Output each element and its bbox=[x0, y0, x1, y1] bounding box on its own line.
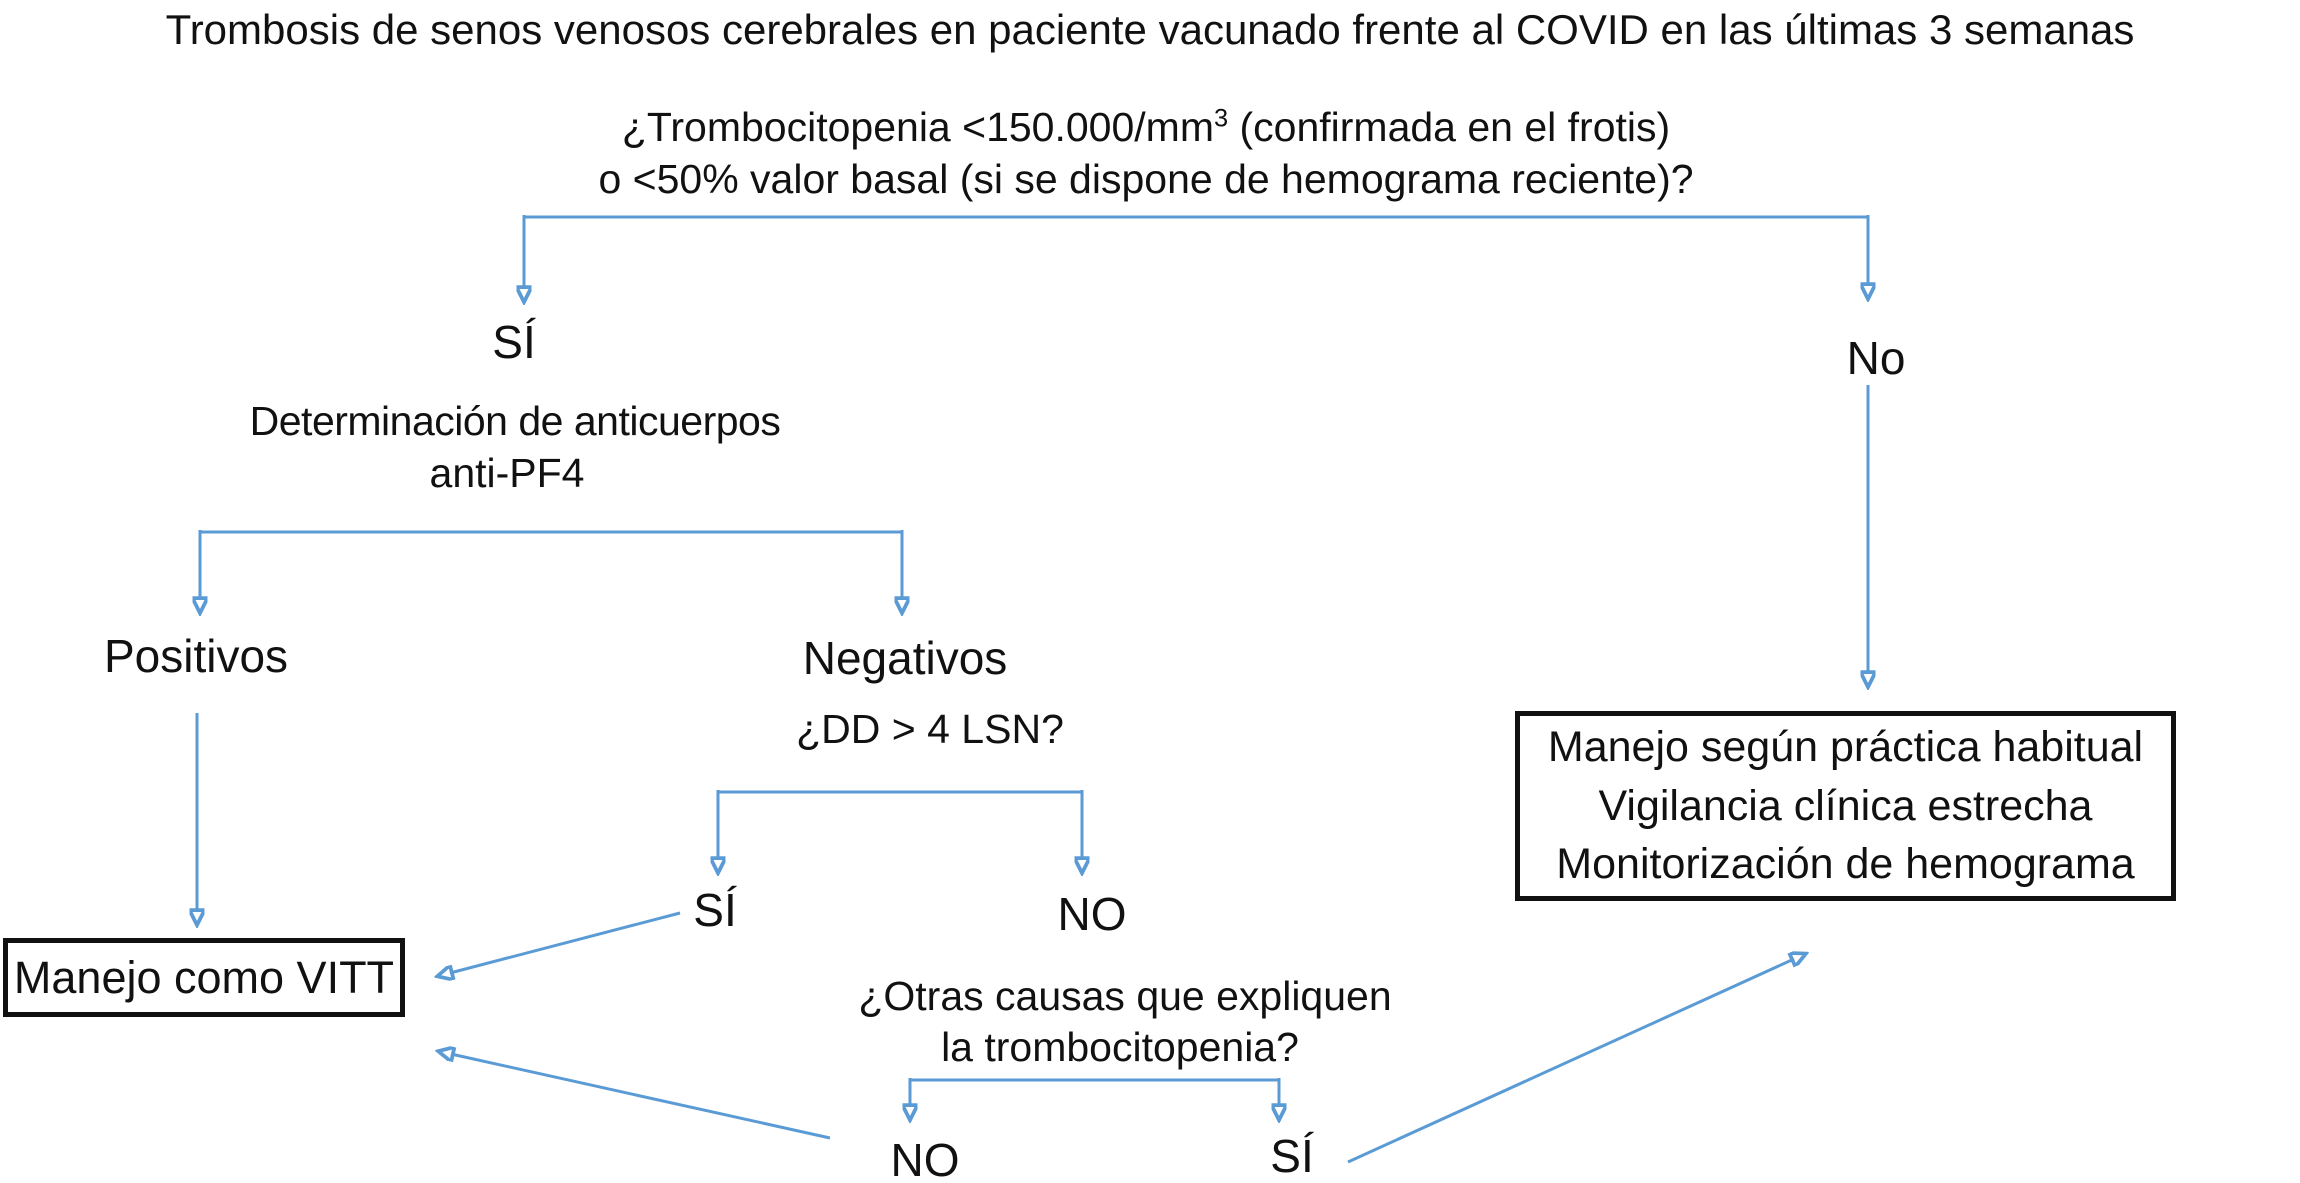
outcome-box-standard-care: Manejo según práctica habitual Vigilanci… bbox=[1515, 711, 2176, 901]
outcome-standard-line3: Monitorización de hemograma bbox=[1556, 840, 2135, 889]
question-other-causes-line1: ¿Otras causas que expliquen bbox=[858, 973, 1392, 1019]
question-line1-pre: ¿Trombocitopenia <150.000/mm bbox=[621, 104, 1214, 150]
outcome-vitt-text: Manejo como VITT bbox=[13, 951, 395, 1003]
outcome-standard-line2: Vigilancia clínica estrecha bbox=[1598, 781, 2093, 830]
question-line1-post: (confirmada en el frotis) bbox=[1228, 104, 1671, 150]
label-platelets-no: No bbox=[1846, 332, 1906, 384]
outcome-box-vitt: Manejo como VITT bbox=[3, 938, 405, 1017]
connector-other-causes-bracket bbox=[910, 1078, 1279, 1107]
page-title: Trombosis de senos venosos cerebrales en… bbox=[165, 6, 2135, 53]
label-other-causes-yes: SÍ bbox=[1270, 1130, 1314, 1182]
label-antibodies-negative: Negativos bbox=[802, 632, 1008, 684]
question-thrombocytopenia-line1: ¿Trombocitopenia <150.000/mm3 (confirmad… bbox=[622, 104, 1670, 151]
connector-pf4-bracket bbox=[200, 530, 902, 600]
question-other-causes-line2: la trombocitopenia? bbox=[941, 1024, 1299, 1070]
connector-causes-no-to-vitt bbox=[451, 1054, 831, 1140]
antibodies-determination-line2: anti-PF4 bbox=[429, 450, 585, 496]
question-thrombocytopenia-line2: o <50% valor basal (si se dispone de hem… bbox=[598, 156, 1694, 202]
antibodies-determination-line1: Determinación de anticuerpos bbox=[249, 398, 781, 444]
connector-causes-yes-to-standard-box bbox=[1347, 959, 1794, 1164]
label-dd-yes: SÍ bbox=[693, 884, 737, 936]
connector-dd-bracket bbox=[718, 790, 1082, 860]
label-platelets-yes: SÍ bbox=[492, 316, 536, 368]
label-dd-no: NO bbox=[1057, 888, 1127, 940]
connector-dd-yes-to-vitt bbox=[450, 911, 681, 973]
label-other-causes-no: NO bbox=[890, 1134, 960, 1183]
connector-question-bracket bbox=[524, 215, 1868, 289]
question-line1-superscript: 3 bbox=[1213, 104, 1229, 133]
outcome-standard-line1: Manejo según práctica habitual bbox=[1547, 722, 2144, 771]
question-d-dimer: ¿DD > 4 LSN? bbox=[796, 706, 1064, 752]
label-antibodies-positive: Positivos bbox=[103, 630, 289, 682]
